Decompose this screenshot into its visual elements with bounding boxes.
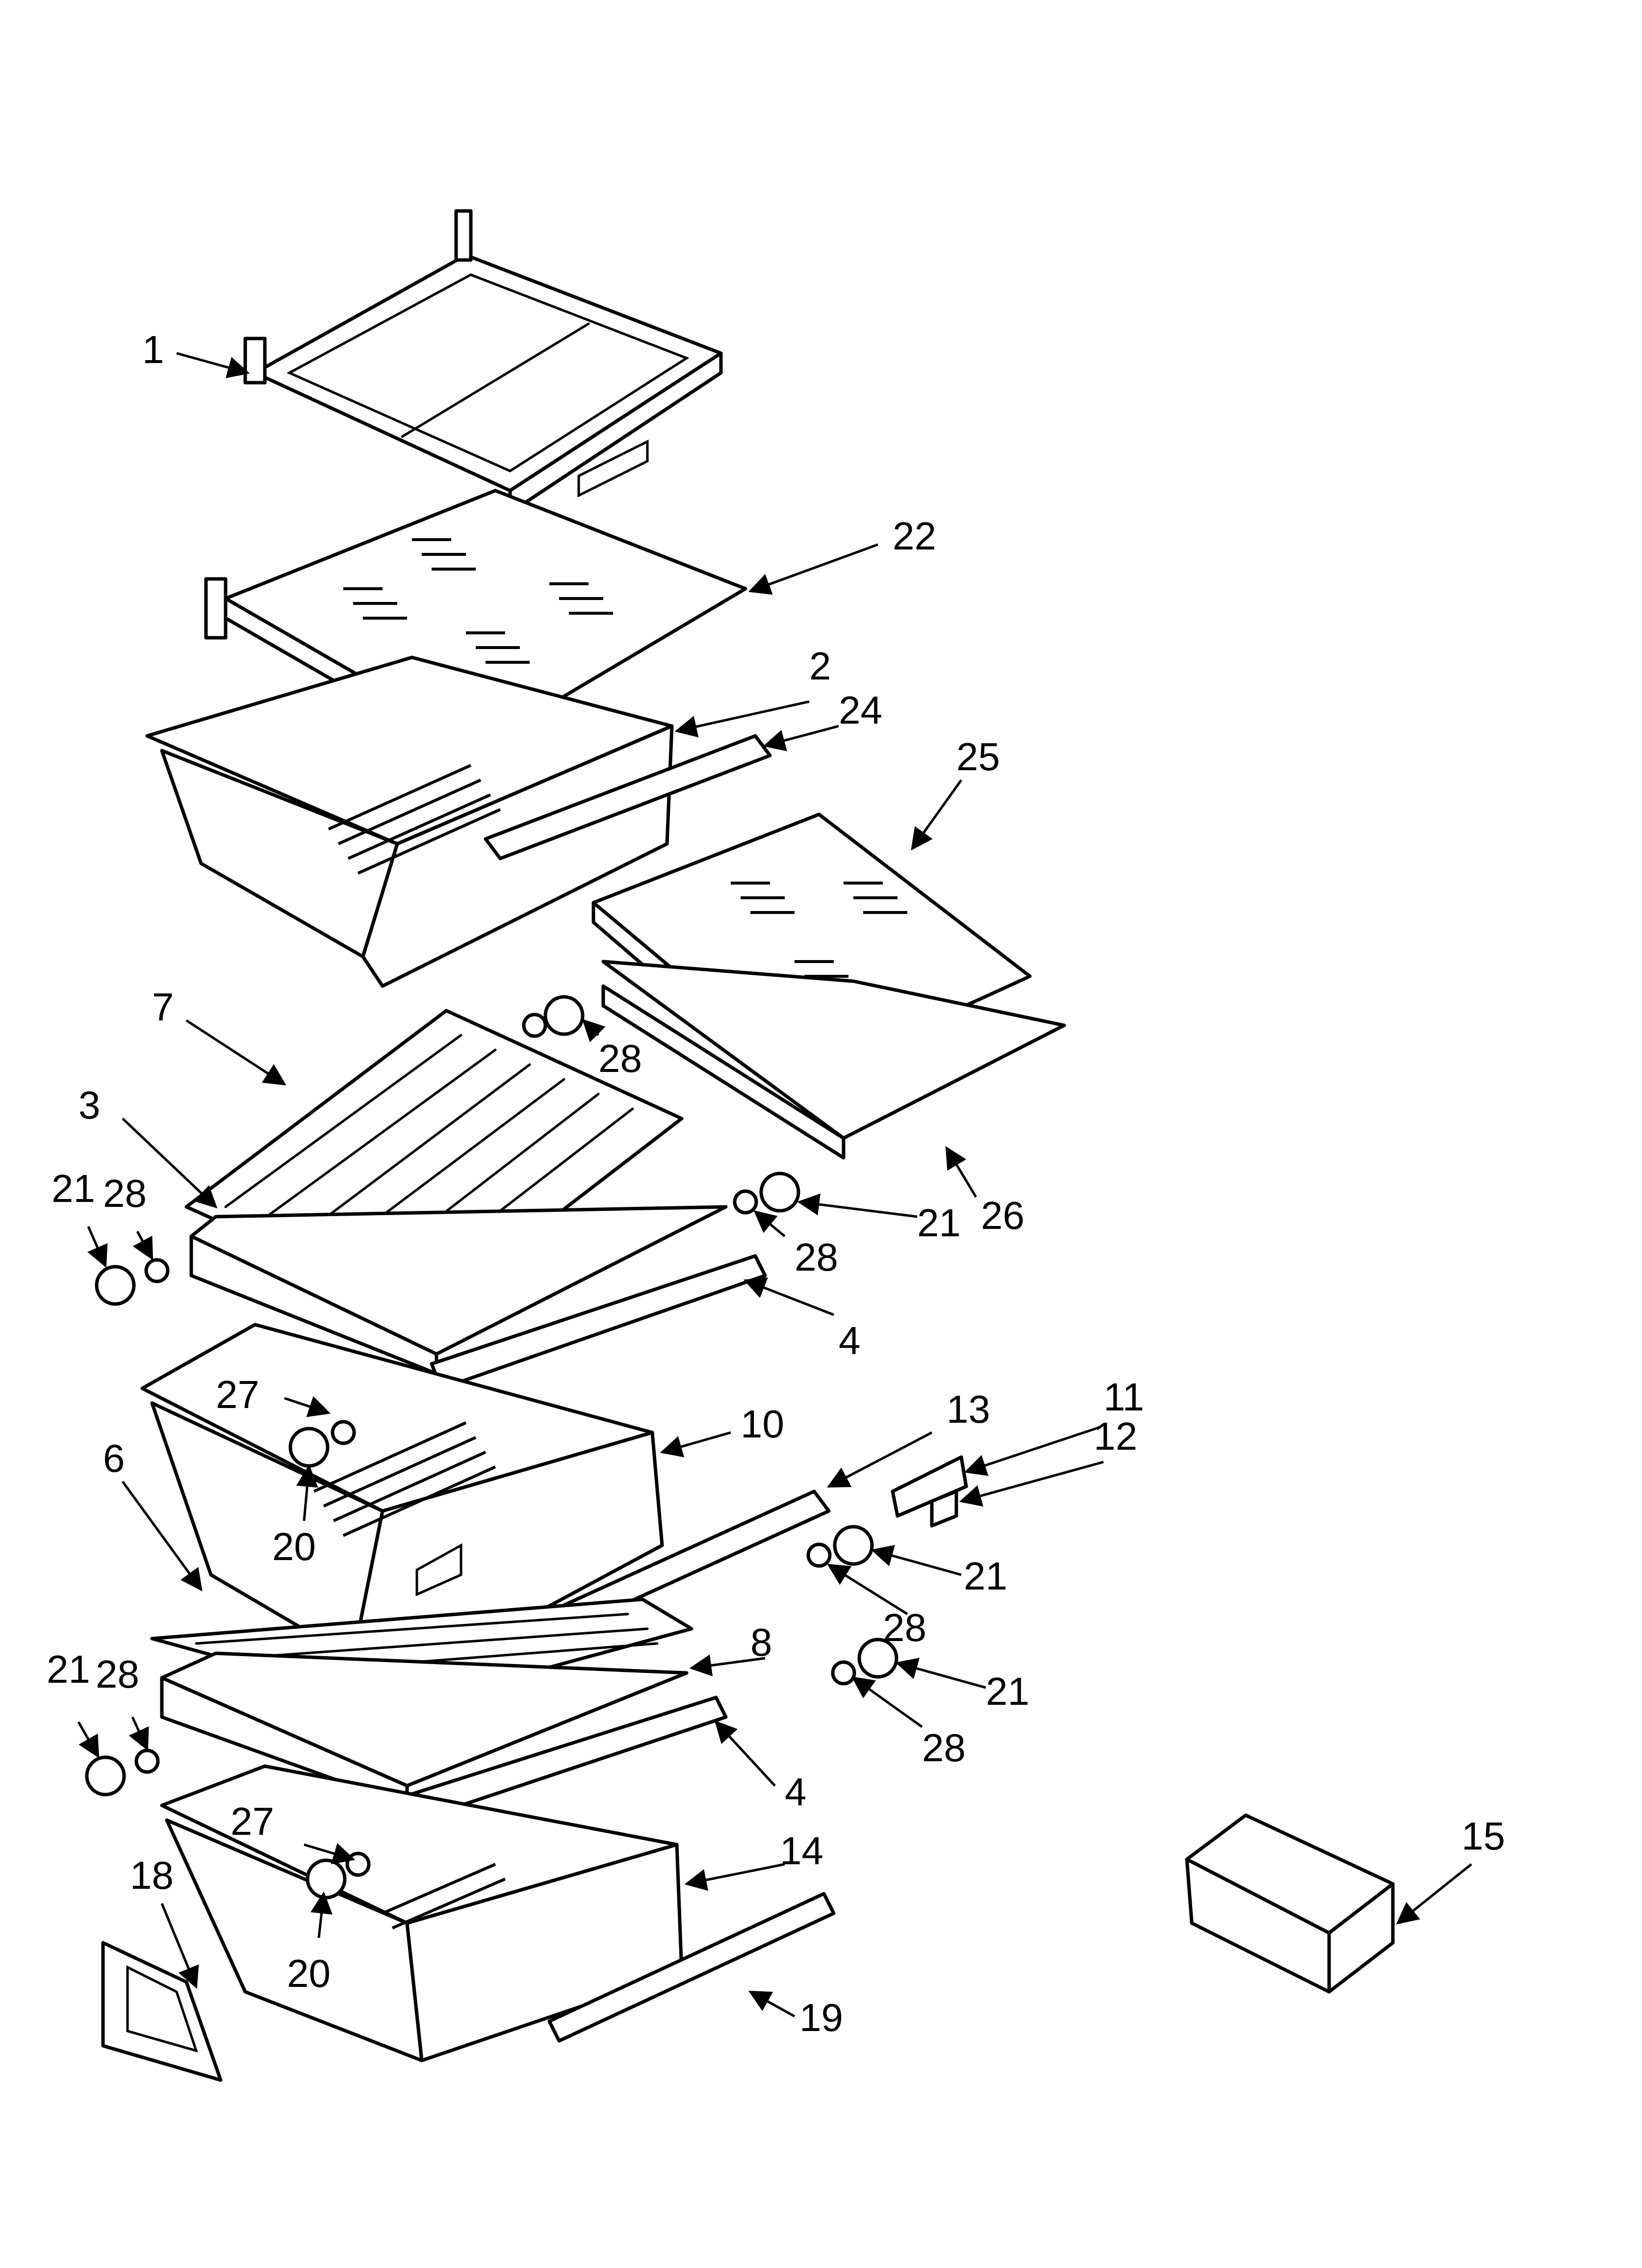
callout-11: 11 <box>1103 1375 1144 1419</box>
part-12-clip <box>930 1489 958 1528</box>
callout-27-b: 27 <box>231 1799 274 1843</box>
callout-25: 25 <box>956 735 1000 779</box>
callout-3: 3 <box>78 1083 101 1127</box>
callout-21-a: 21 <box>51 1167 95 1210</box>
callout-28-e: 28 <box>96 1652 139 1696</box>
callout-20-a: 20 <box>272 1525 316 1568</box>
callout-8: 8 <box>750 1620 772 1664</box>
callout-19: 19 <box>799 1996 843 2039</box>
callout-1: 1 <box>142 328 164 371</box>
part-24-rail <box>484 734 772 860</box>
callout-13: 13 <box>947 1387 990 1431</box>
roller-hardware <box>85 995 898 1900</box>
callout-4-b: 4 <box>785 1770 807 1814</box>
callout-10: 10 <box>741 1402 784 1446</box>
callout-28-a: 28 <box>598 1037 642 1080</box>
callout-27-a: 27 <box>216 1373 259 1416</box>
callout-21-d: 21 <box>986 1669 1029 1713</box>
callout-14: 14 <box>780 1829 823 1873</box>
callout-22: 22 <box>893 514 936 558</box>
callout-2: 2 <box>809 644 831 688</box>
part-18-label-panel <box>101 1941 223 2082</box>
callout-28-c: 28 <box>795 1235 838 1279</box>
part-15-door-bin <box>1185 1813 1395 1994</box>
callout-21-e: 21 <box>47 1647 90 1691</box>
leader-lines <box>77 352 1472 2018</box>
callout-7: 7 <box>152 985 174 1029</box>
callout-labels: 1 22 2 24 25 7 28 3 21 28 21 26 28 4 27 … <box>47 328 1505 2039</box>
callout-4-a: 4 <box>839 1319 861 1362</box>
callout-21-b: 21 <box>917 1201 961 1245</box>
callout-20-b: 20 <box>287 1952 331 1995</box>
part-26-tray-frame <box>601 960 1066 1160</box>
callout-28-d: 28 <box>883 1606 926 1649</box>
callout-18: 18 <box>130 1853 174 1897</box>
callout-15: 15 <box>1462 1814 1505 1858</box>
part-19-rail <box>547 1892 836 2043</box>
callout-26: 26 <box>981 1194 1025 1237</box>
part-2-crisper-pan <box>145 655 674 988</box>
part-1-shelf-frame <box>243 209 723 515</box>
callout-6: 6 <box>103 1436 125 1480</box>
part-3-shelf-frame <box>189 1205 728 1376</box>
callout-24: 24 <box>839 688 882 732</box>
callout-28-b: 28 <box>103 1172 147 1215</box>
callout-28-f: 28 <box>922 1726 966 1770</box>
callout-12: 12 <box>1094 1414 1137 1458</box>
callout-21-c: 21 <box>964 1554 1007 1598</box>
